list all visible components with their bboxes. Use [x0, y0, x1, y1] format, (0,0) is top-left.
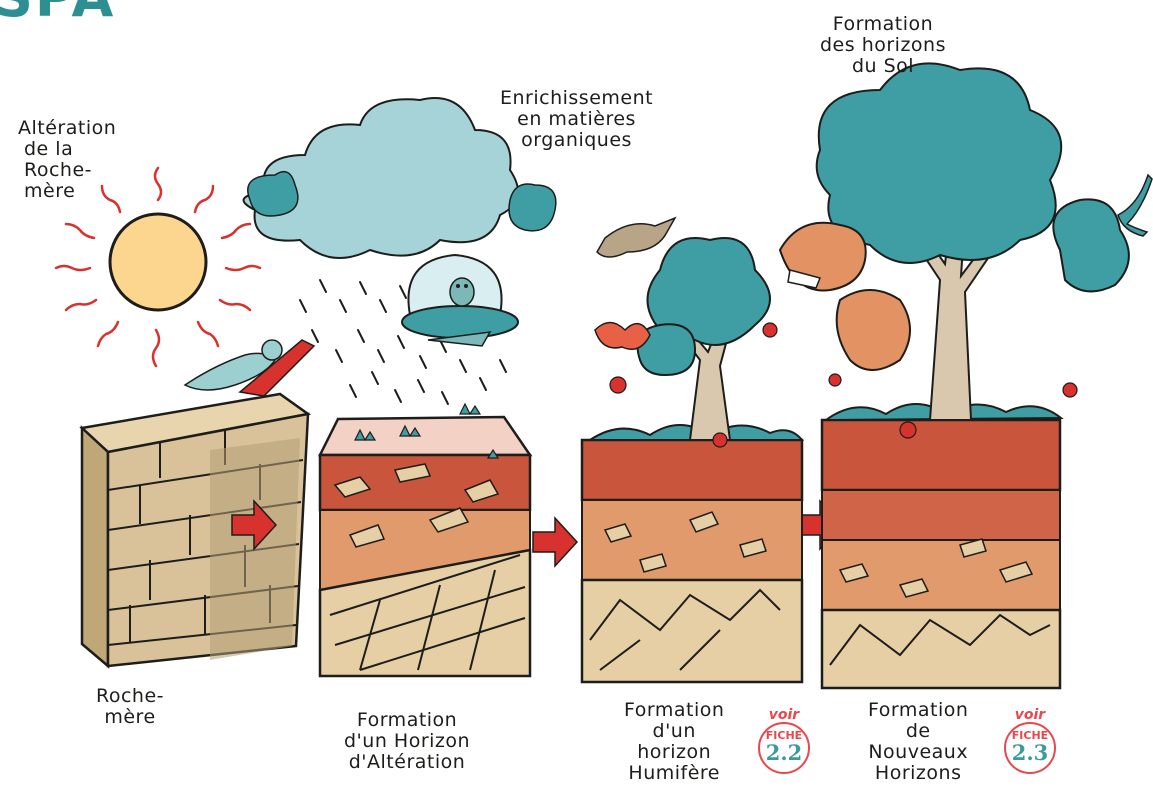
header-title-fragment: SPA: [0, 0, 115, 29]
tree-small: [636, 237, 771, 441]
humus-block: [580, 237, 805, 684]
horizons-block: [778, 62, 1130, 690]
stage4-caption: Formation de Nouveaux Horizons: [868, 699, 969, 784]
alteration-block: [317, 402, 533, 678]
ufo: [401, 253, 519, 347]
arrow-1: [231, 499, 278, 551]
stage3-title: Enrichissement en matières organiques: [500, 87, 654, 151]
dinosaur-on-swing: [778, 221, 911, 371]
stage4-title: Formation des horizons du Sol: [820, 13, 946, 77]
flowers-right: [828, 373, 1078, 439]
stage2-caption: Formation d'un Horizon d'Altération: [344, 709, 471, 773]
lizard-sunbathing: [183, 339, 316, 397]
flowers-left: [609, 322, 778, 448]
voir-label: voir: [768, 707, 800, 723]
rain-cloud: [242, 97, 557, 259]
fiche-number: 2.2: [765, 740, 803, 765]
bird: [596, 216, 677, 258]
fiche-number: 2.3: [1011, 740, 1049, 765]
arrow-2: [532, 516, 579, 568]
fiche-circle: FICHE 2.3: [1004, 722, 1056, 774]
tree-large: [815, 62, 1130, 421]
voir-label: voir: [1014, 707, 1046, 723]
flying-bird: [1117, 173, 1153, 237]
fiche-label: FICHE: [765, 729, 803, 742]
fiche-2-2-badge[interactable]: voir FICHE 2.2: [754, 708, 814, 788]
stage1-caption: Roche- mère: [96, 685, 165, 728]
fiche-circle: FICHE 2.2: [758, 722, 810, 774]
fiche-2-3-badge[interactable]: voir FICHE 2.3: [1000, 708, 1060, 788]
stage3-caption: Formation d'un horizon Humifère: [624, 699, 725, 784]
butterfly: [594, 321, 651, 350]
bedrock-block: [79, 392, 312, 669]
stage1-title: Altération de la Roche- mère: [18, 117, 117, 202]
sun: [54, 166, 262, 368]
fiche-label: FICHE: [1011, 729, 1049, 742]
